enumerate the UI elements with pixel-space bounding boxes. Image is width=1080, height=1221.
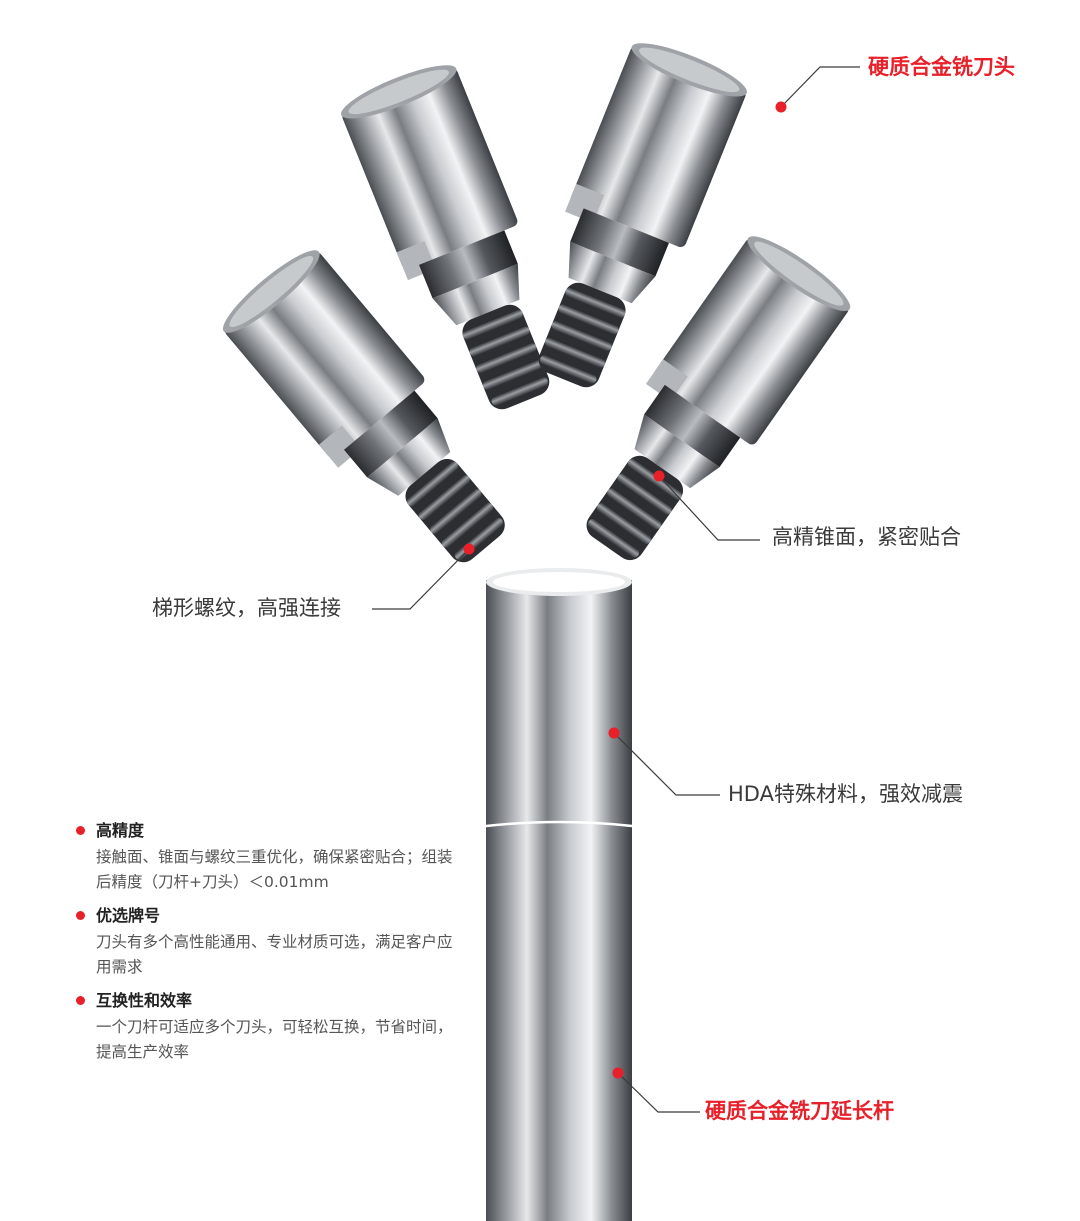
feature-title: 互换性和效率 (76, 990, 456, 1012)
callout-cutter-head: 硬质合金铣刀头 (868, 55, 1015, 79)
callout-trapezoidal-thread: 梯形螺纹，高强连接 (152, 596, 341, 620)
feature-desc: 刀头有多个高性能通用、专业材质可选，满足客户应用需求 (96, 933, 453, 976)
bullet-icon (76, 911, 85, 920)
feature-title: 优选牌号 (76, 905, 456, 927)
feature-precision: 高精度 接触面、锥面与螺纹三重优化，确保紧密贴合；组装后精度（刀杆+刀头）＜0.… (76, 820, 456, 895)
callout-hda-material: HDA特殊材料，强效减震 (728, 782, 963, 806)
feature-desc: 一个刀杆可适应多个刀头，可轻松互换，节省时间，提高生产效率 (96, 1018, 453, 1061)
callout-extension-shank: 硬质合金铣刀延长杆 (705, 1099, 894, 1123)
extension-shank (485, 568, 633, 1221)
feature-desc: 接触面、锥面与螺纹三重优化，确保紧密贴合；组装后精度（刀杆+刀头）＜0.01mm (96, 848, 453, 891)
feature-title: 高精度 (76, 820, 456, 842)
feature-interchangeability: 互换性和效率 一个刀杆可适应多个刀头，可轻松互换，节省时间，提高生产效率 (76, 990, 456, 1065)
bullet-icon (76, 996, 85, 1005)
feature-grade: 优选牌号 刀头有多个高性能通用、专业材质可选，满足客户应用需求 (76, 905, 456, 980)
bullet-icon (76, 826, 85, 835)
callout-precision-cone: 高精锥面，紧密贴合 (772, 525, 961, 549)
